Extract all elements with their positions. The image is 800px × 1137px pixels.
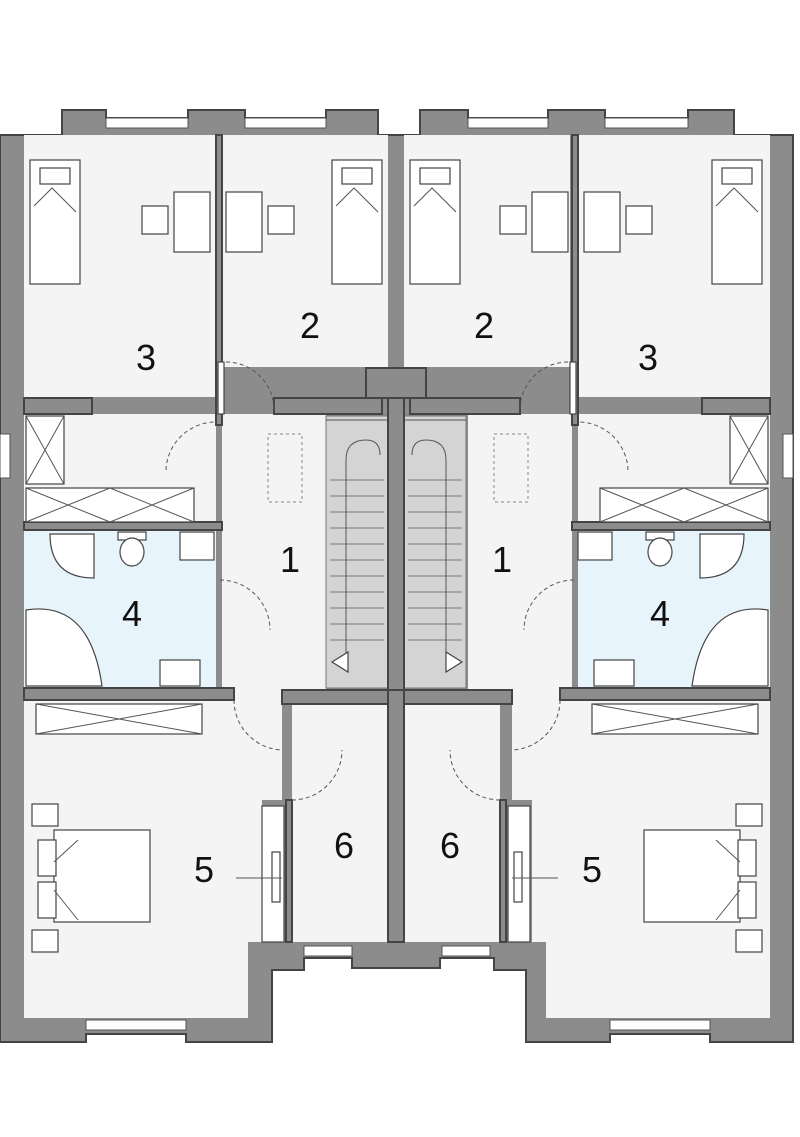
stair-steps bbox=[330, 479, 462, 641]
stair-right bbox=[403, 415, 467, 689]
room-label-4-left: 4 bbox=[122, 593, 142, 634]
room-label-1-right: 1 bbox=[492, 539, 512, 580]
window-bottom-1 bbox=[85, 1019, 187, 1031]
staircase bbox=[325, 415, 467, 689]
room-label-6-right: 6 bbox=[440, 825, 460, 866]
room-label-5-right: 5 bbox=[582, 849, 602, 890]
window-top-4 bbox=[604, 117, 689, 129]
room-label-3-right: 3 bbox=[638, 337, 658, 378]
bathtub-left bbox=[25, 608, 103, 687]
room-label-4-right: 4 bbox=[650, 593, 670, 634]
window-room-6-right bbox=[441, 945, 491, 957]
chair-room-3-right bbox=[625, 205, 653, 235]
furniture bbox=[25, 159, 769, 953]
desk-room-2-right bbox=[531, 191, 569, 253]
skylight-right bbox=[493, 433, 529, 503]
floor-room-5-left bbox=[24, 700, 282, 1018]
desk-room-2-left bbox=[225, 191, 263, 253]
floor-hall-1-left bbox=[222, 414, 326, 690]
window-top-3 bbox=[467, 117, 549, 129]
chair-room-2-right bbox=[499, 205, 527, 235]
skylight-left bbox=[267, 433, 303, 503]
windows bbox=[0, 117, 794, 1031]
stair-arrow-left bbox=[330, 650, 349, 674]
floor-room-6-left bbox=[292, 704, 388, 942]
room-label-2-right: 2 bbox=[474, 305, 494, 346]
window-bottom-2 bbox=[609, 1019, 711, 1031]
washer-left bbox=[179, 531, 215, 561]
window-top-1 bbox=[105, 117, 189, 129]
sink-right bbox=[593, 659, 635, 687]
room-labels: 3 2 2 3 1 1 4 4 5 6 6 5 bbox=[122, 305, 670, 890]
room-label-3-left: 3 bbox=[136, 337, 156, 378]
shower-left bbox=[49, 533, 95, 579]
stair-left bbox=[325, 415, 389, 689]
interior-walls bbox=[23, 134, 771, 943]
window-top-2 bbox=[244, 117, 327, 129]
shower-right bbox=[699, 533, 745, 579]
window-room-6-left bbox=[303, 945, 353, 957]
floor-hall-lower-left bbox=[222, 690, 282, 800]
room-label-1-left: 1 bbox=[280, 539, 300, 580]
desk-room-3-left bbox=[173, 191, 211, 253]
doors bbox=[165, 361, 629, 801]
desk-room-3-right bbox=[583, 191, 621, 253]
floor-room-5-right bbox=[512, 700, 770, 1018]
window-side-left bbox=[0, 433, 11, 479]
chair-room-2-left bbox=[267, 205, 295, 235]
chair-room-3-left bbox=[141, 205, 169, 235]
room-label-2-left: 2 bbox=[300, 305, 320, 346]
stair-arrow-right bbox=[445, 650, 464, 674]
bathtub-right bbox=[691, 608, 769, 687]
wardrobe-long-right bbox=[599, 487, 769, 523]
floor-room-6-right bbox=[404, 704, 500, 942]
wardrobe-long-left bbox=[25, 487, 195, 523]
room-label-6-left: 6 bbox=[334, 825, 354, 866]
washer-right bbox=[577, 531, 613, 561]
room-label-5-left: 5 bbox=[194, 849, 214, 890]
sink-left bbox=[159, 659, 201, 687]
window-side-right bbox=[782, 433, 794, 479]
floor-hall-1-right bbox=[468, 414, 572, 690]
floor-hall-lower-right bbox=[512, 690, 572, 800]
bed-room-5-left bbox=[53, 829, 151, 923]
